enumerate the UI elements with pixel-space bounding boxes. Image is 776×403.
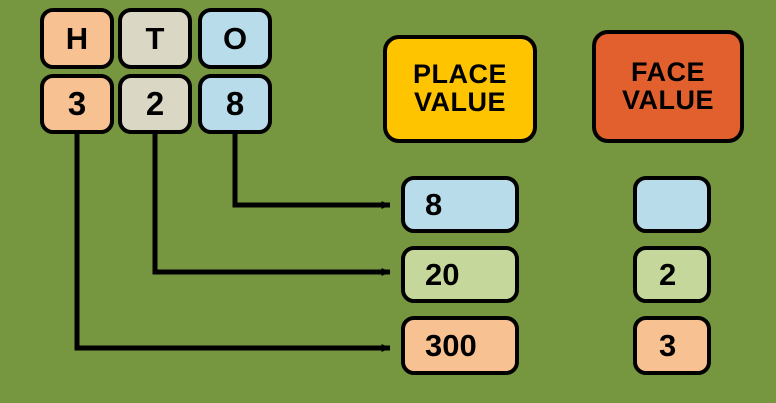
connector-ones xyxy=(232,133,391,209)
face-value-header: FACE VALUE xyxy=(592,30,744,143)
connector-tens xyxy=(152,133,391,276)
column-header-hundreds-label: H xyxy=(65,20,89,56)
digit-tile-hundreds: 3 xyxy=(40,74,114,134)
face-value-box-tens-label: 2 xyxy=(659,256,677,292)
digit-tile-ones: 8 xyxy=(198,74,272,134)
place-value-box-tens-label: 20 xyxy=(425,256,460,292)
place-value-box-hundreds-label: 300 xyxy=(425,327,477,363)
place-value-box-hundreds: 300 xyxy=(401,316,519,375)
face-value-box-tens: 2 xyxy=(633,246,711,303)
digit-tile-tens-label: 2 xyxy=(145,85,165,123)
place-value-box-ones: 8 xyxy=(401,176,519,233)
place-value-header-line2: VALUE xyxy=(413,87,506,117)
face-value-header-line2: VALUE xyxy=(621,84,714,115)
digit-tile-hundreds-label: 3 xyxy=(67,85,87,123)
connector-hundreds xyxy=(74,133,391,352)
place-value-box-tens: 20 xyxy=(401,246,519,303)
face-value-box-ones xyxy=(633,176,711,233)
column-header-ones: O xyxy=(198,8,272,69)
place-value-header: PLACE VALUE xyxy=(383,35,537,143)
face-value-box-hundreds: 3 xyxy=(633,316,711,375)
digit-tile-tens: 2 xyxy=(118,74,192,134)
column-header-ones-label: O xyxy=(222,20,248,56)
digit-tile-ones-label: 8 xyxy=(225,85,245,123)
column-header-tens-label: T xyxy=(145,20,165,56)
column-header-hundreds: H xyxy=(40,8,114,69)
column-header-tens: T xyxy=(118,8,192,69)
place-value-header-line1: PLACE xyxy=(412,59,507,90)
face-value-box-hundreds-label: 3 xyxy=(659,327,677,363)
face-value-header-line1: FACE xyxy=(630,56,705,87)
place-value-box-ones-label: 8 xyxy=(425,186,443,222)
